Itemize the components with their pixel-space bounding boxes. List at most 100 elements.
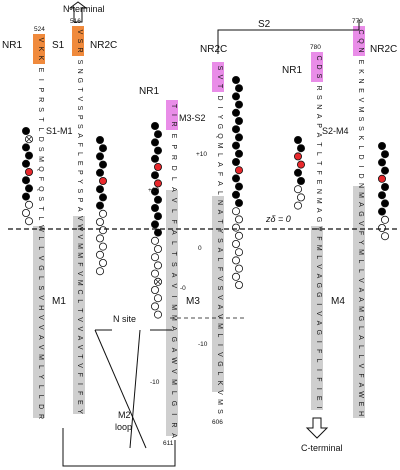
posmark-plus10-a: +10 (196, 151, 207, 158)
nr1-m3-residue: W (170, 357, 177, 364)
nr2c-s2m4-m4-residue: A (357, 288, 364, 293)
m2-loop-label-2: loop (115, 422, 132, 432)
nr2c-s2m4-m4-residue: W (357, 391, 364, 398)
nr2c-s2m4-m4-residue: N (357, 183, 364, 188)
nr1-s2m4-m4-residue: A (315, 133, 322, 138)
nr1-m3-residue: I (170, 296, 177, 298)
residue-dot (231, 223, 240, 232)
nr2c-m3-residue: G (216, 124, 223, 129)
nr2c-m3-residue: Y (216, 229, 223, 234)
nr2c-s1m1-m1-residue: L (76, 152, 83, 156)
residue-dot (99, 226, 108, 235)
posmark-minus10-a: -10 (198, 341, 208, 348)
residue-dot (377, 174, 386, 183)
nr1-m3-residue: A (170, 348, 177, 353)
nr2c-m3-residue: V (216, 352, 223, 357)
residue-dot (96, 135, 105, 144)
nr1-s1m1-m1-residue: F (37, 177, 44, 181)
nr2c-m3-residue: A (216, 162, 223, 167)
nr2c-m3-residue: F (216, 267, 223, 271)
m1-label: M1 (52, 296, 66, 307)
nr1-s1m1-m1-residue: T (37, 117, 44, 122)
nr2c-m3-residue: V (216, 314, 223, 319)
nr2c-m3-box-residue: S (216, 66, 223, 71)
nr1-s2m4-m4-residue: T (315, 142, 322, 147)
nr1-cds-box (311, 52, 323, 82)
residue-dot (96, 234, 105, 243)
nr1-s1m1-m1-residue: S (37, 196, 44, 201)
residue-dot (150, 220, 159, 229)
m2-loop-label-1: M2 (118, 410, 131, 420)
residue-dot (99, 176, 108, 185)
s2-label: S2 (258, 19, 271, 30)
nr2c-m3-residue: L (216, 372, 223, 376)
residue-dot (377, 141, 386, 150)
residue-dot (231, 207, 240, 216)
nr2c-s2m4-m4-residue: L (357, 326, 364, 330)
residue-dot (24, 217, 33, 226)
nr2c-s2m4-m4-residue: V (357, 98, 364, 103)
nr2c-s2m4-m4-residue: A (357, 383, 364, 388)
m3-nr1-box (166, 190, 178, 436)
residue-dot (153, 228, 162, 237)
nr1-m3-residue: L (170, 391, 177, 395)
residue-dot (296, 160, 305, 169)
residue-dot (234, 215, 243, 224)
nr1-s2m4-m4-residue: F (315, 236, 322, 240)
nr2c-s2m4-m4-residue: S (357, 126, 364, 131)
residue-dot (231, 76, 240, 85)
nr1-m3-residue: T (170, 252, 177, 257)
residue-dot (99, 209, 108, 218)
nr2c-s2m4-m4-residue: V (357, 221, 364, 226)
nr2c-s1m1-m1-residue: A (76, 207, 83, 212)
nr1-m3-box-residue: T (170, 104, 177, 109)
residue-dot (296, 144, 305, 153)
residue-dot (380, 182, 389, 191)
z-zero-label: zδ = 0 (265, 214, 291, 224)
residue-dot (96, 217, 105, 226)
nr2c-s1m1-m1-residue: W (76, 224, 83, 231)
nr2c-s1m1-m1-residue: P (76, 198, 83, 203)
residue-dot (99, 193, 108, 202)
residue-dot (377, 207, 386, 216)
residue-dot (380, 199, 389, 208)
nr2c-s2m4-m4-box-residue: N (357, 47, 364, 52)
nr2c-s1m1-m1-residue: I (76, 383, 83, 385)
nr1-m3-residue: V (170, 198, 177, 203)
nr2c-vsr-box (72, 26, 84, 56)
nr1-m3-residue: R (170, 422, 177, 427)
residue-dot (21, 192, 30, 201)
residue-dot (153, 179, 162, 188)
nr2c-s1m1-m1-residue: V (76, 345, 83, 350)
residue-dot (231, 256, 240, 265)
m4-label: M4 (331, 296, 345, 307)
resnum-779: 779 (352, 18, 363, 25)
nr1-s1m1-m1-residue: L (37, 246, 44, 250)
m2-loop-lines (62, 329, 176, 467)
nr1-s2m4-m4-residue: G (315, 217, 322, 222)
n-terminal-arrow (68, 1, 88, 23)
nr1-s1m1-m1-residue: Q (37, 186, 44, 192)
s1-label: S1 (52, 40, 65, 51)
nr2c-m3-residue: Y (216, 115, 223, 120)
nr1-s2m4-m4-residue: L (315, 255, 322, 259)
residue-dot (234, 182, 243, 191)
nr1-s1m1-m1-residue: Q (37, 166, 44, 172)
residue-dot (380, 166, 389, 175)
nr1-m3-box-residue: R (170, 121, 177, 126)
nr2c-s1m1-m1-residue: P (76, 115, 83, 120)
nr1-s2m4-m4-residue: A (315, 274, 322, 279)
m3-label: M3 (186, 296, 200, 307)
nr1-m3-residue: G (170, 337, 177, 342)
residue-dot (150, 285, 159, 294)
nr2c-s1m1-m1-residue: E (76, 400, 83, 405)
nr1-s2m4-m4-residue: M (315, 198, 322, 204)
nr1-s1m1-m1-box-residue: K (37, 56, 44, 61)
nr2c-s1m1-m1-residue: S (76, 124, 83, 129)
nr1-s1m1-m1-residue: T (37, 206, 44, 211)
c-terminal-arrow (305, 417, 329, 439)
residue-dot (293, 201, 302, 210)
residue-dot (234, 248, 243, 257)
nr2c-s1m1-m1-residue: P (76, 170, 83, 175)
